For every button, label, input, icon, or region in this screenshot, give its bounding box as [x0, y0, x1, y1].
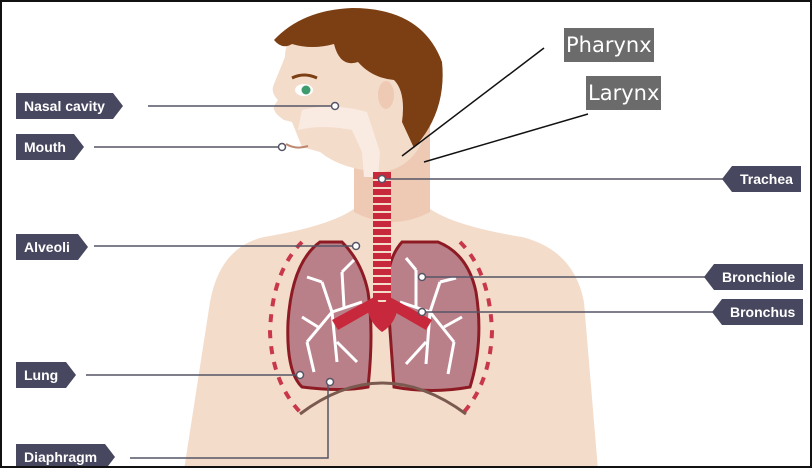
label-diaphragm: Diaphragm [16, 444, 105, 468]
label-bronchiole: Bronchiole [714, 264, 803, 290]
label-nasal-cavity: Nasal cavity [16, 93, 113, 119]
label-pharynx: Pharynx [564, 28, 654, 62]
label-bronchus: Bronchus [722, 299, 803, 325]
label-trachea: Trachea [732, 166, 801, 192]
ear [378, 81, 394, 109]
label-mouth: Mouth [16, 134, 74, 160]
label-alveoli: Alveoli [16, 234, 78, 260]
iris [302, 86, 311, 95]
label-larynx: Larynx [586, 76, 661, 110]
label-lung: Lung [16, 362, 66, 388]
trachea-rings [373, 172, 391, 300]
